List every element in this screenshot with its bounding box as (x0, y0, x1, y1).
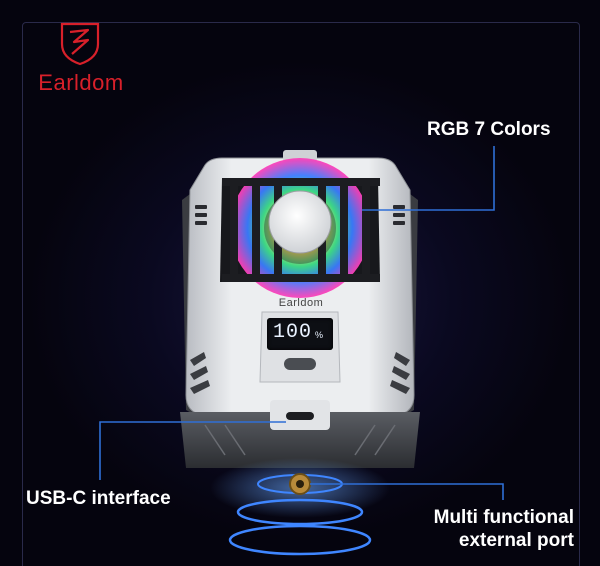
external-port-pin (296, 480, 304, 488)
right-side-vents (393, 205, 405, 225)
device-brand-label: Earldom (278, 297, 324, 309)
right-chevrons (390, 352, 410, 394)
callout-line-usb (99, 421, 286, 480)
port-ring-2 (236, 498, 364, 526)
brand-logo: Earldom (26, 18, 136, 98)
battery-display: 100 % (267, 318, 333, 350)
callout-line-rgb (362, 146, 495, 211)
callout-usb-label: USB-C interface (26, 488, 171, 509)
usb-c-port (286, 412, 314, 420)
frame-border (22, 22, 580, 566)
brand-logo-text: Earldom (38, 70, 124, 95)
left-chevrons (190, 352, 210, 394)
bottom-base (180, 412, 420, 468)
battery-display-unit: % (315, 330, 324, 340)
callout-port-label: Multi functional external port (418, 506, 574, 552)
battery-display-value: 100 (273, 321, 313, 344)
callout-port-line2: external port (458, 530, 574, 551)
port-ring-3 (228, 524, 372, 556)
shield-logo-icon (60, 22, 100, 66)
callout-port-line1: Multi functional (433, 507, 574, 528)
callout-rgb-label: RGB 7 Colors (427, 119, 551, 140)
power-button[interactable] (284, 358, 316, 370)
base-grooves (204, 424, 396, 456)
callout-line-port (310, 483, 504, 500)
fan-hub (268, 190, 332, 254)
left-side-vents (195, 205, 207, 225)
